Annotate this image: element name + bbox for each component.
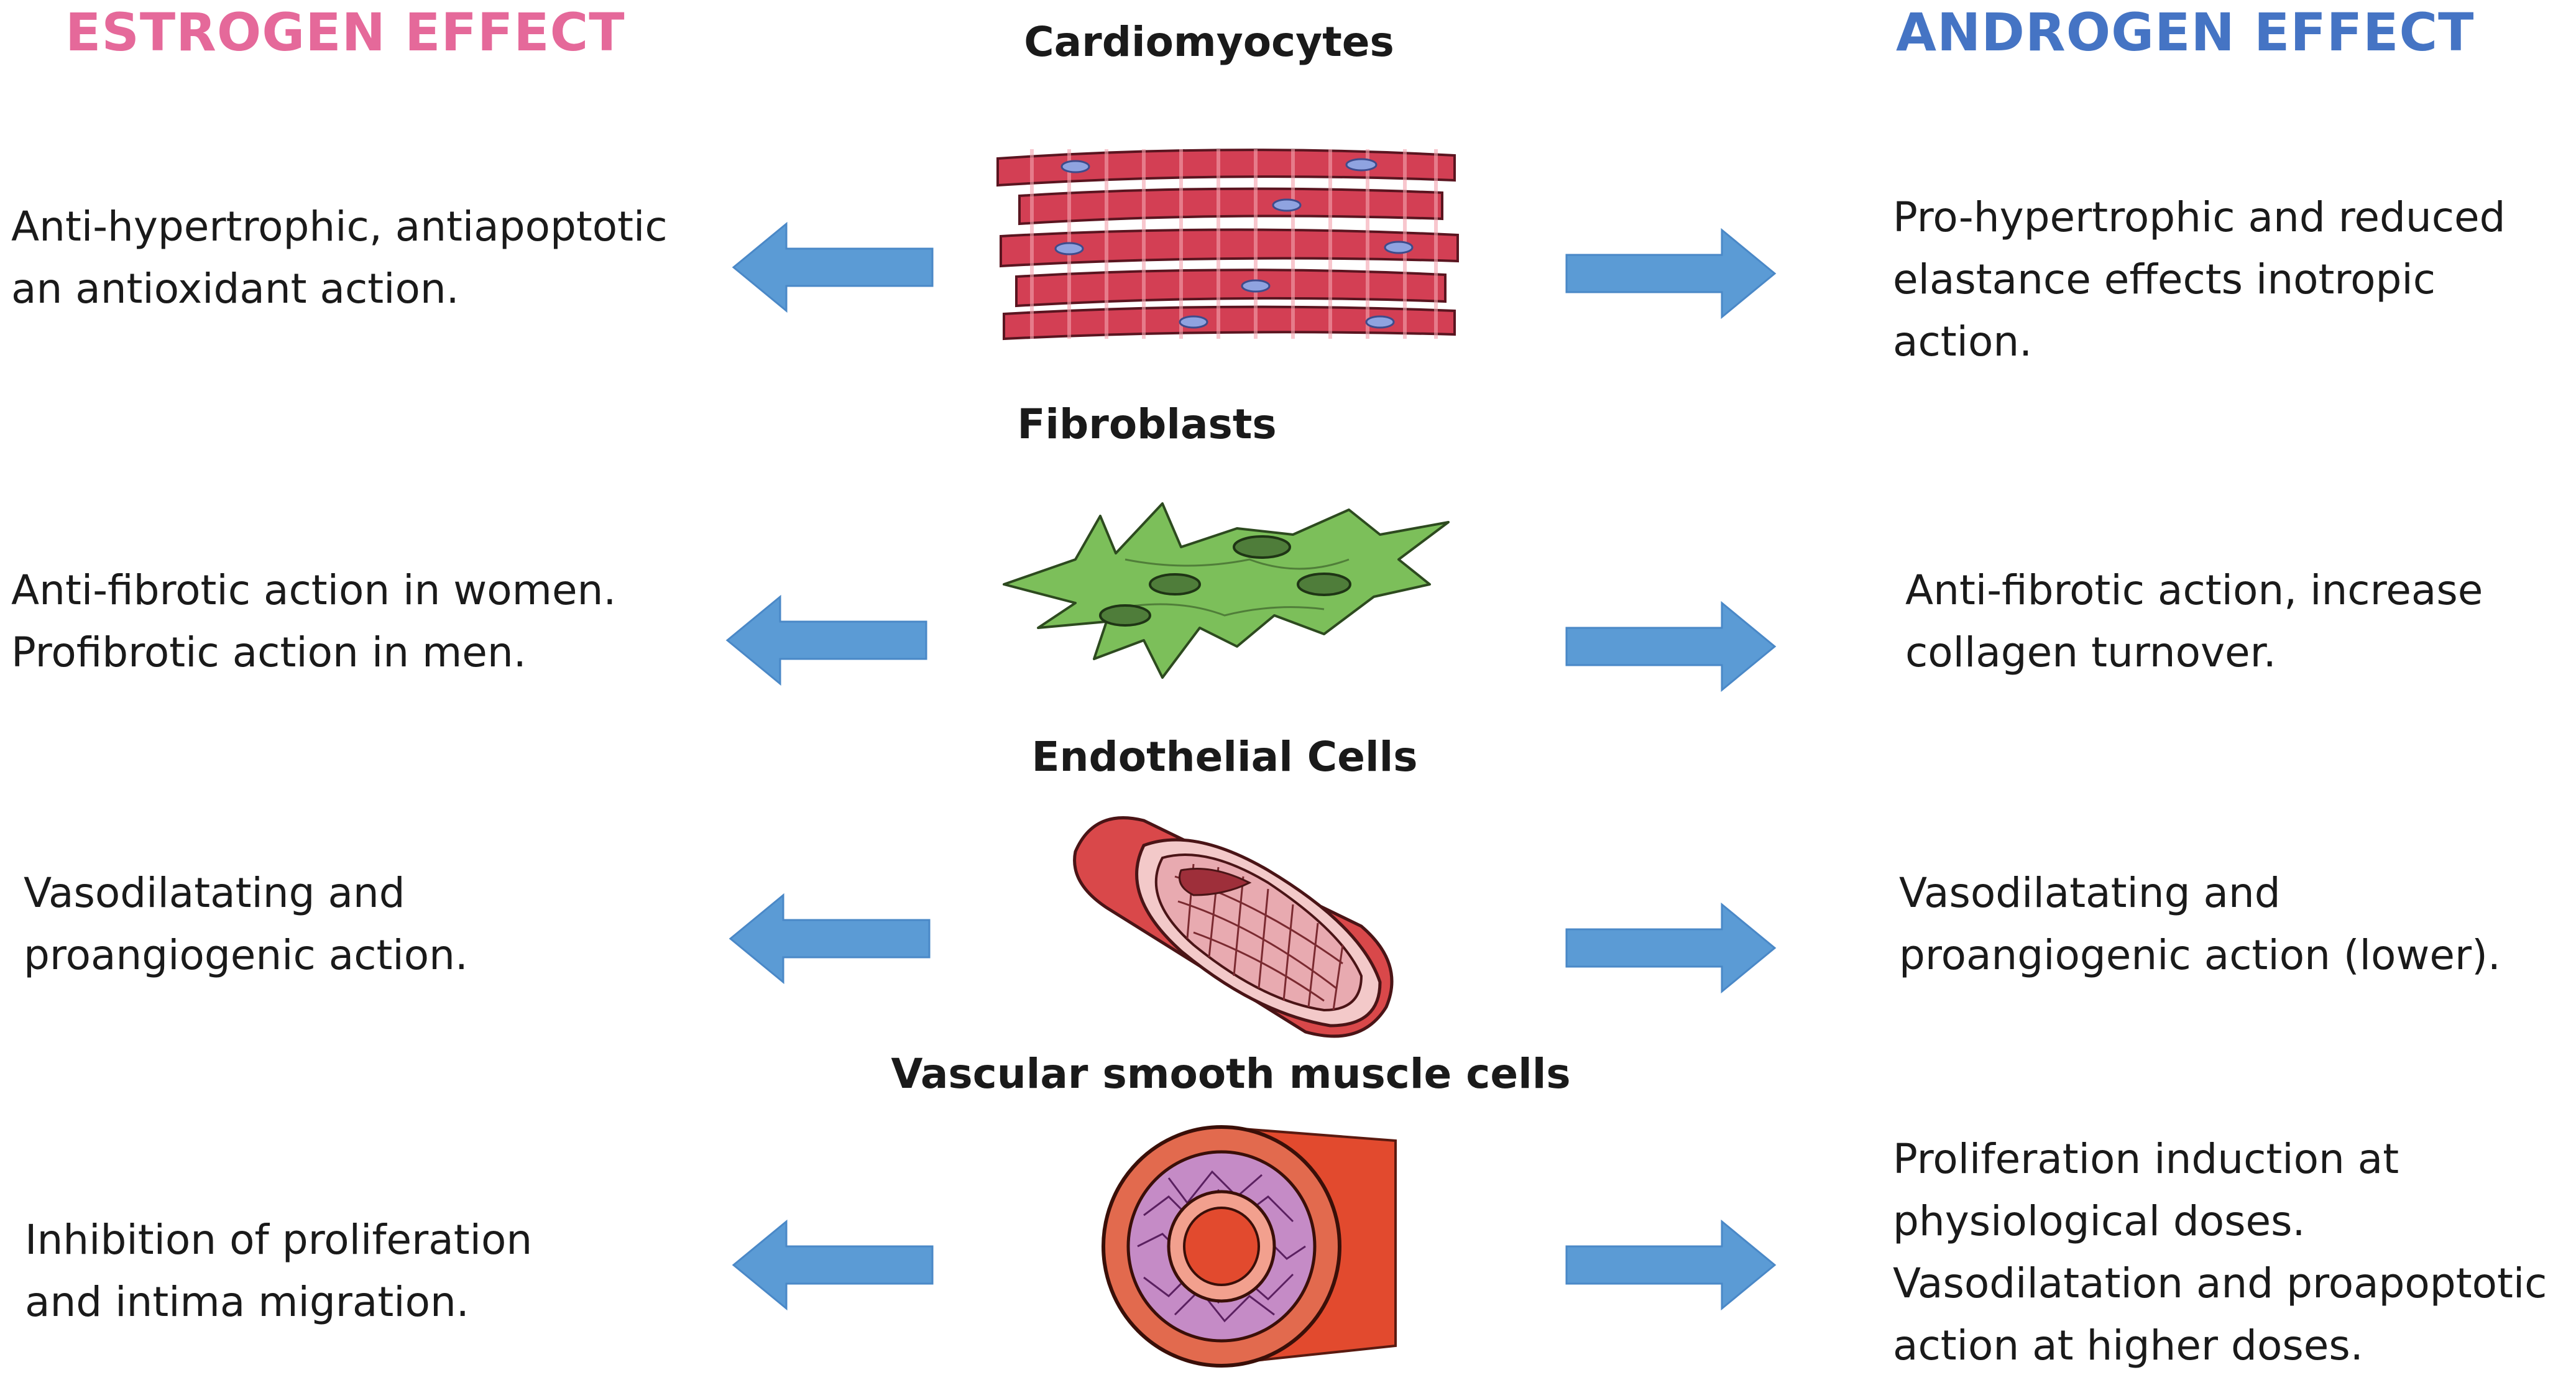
cardiomyocytes-title: Cardiomyocytes: [1024, 18, 1394, 66]
text-line: Pro-hypertrophic and reduced: [1893, 193, 2506, 241]
fibroblasts-illustration: [1003, 502, 1450, 679]
text-line: proangiogenic action.: [24, 931, 468, 979]
left-arrow-1: [732, 221, 934, 313]
nuclei: [1054, 158, 1414, 329]
text-line: Anti-hypertrophic, antiapoptotic: [11, 203, 668, 251]
text-line: Inhibition of proliferation: [25, 1216, 533, 1264]
text-line: proangiogenic action (lower).: [1899, 931, 2501, 979]
fibroblasts-androgen-text: Anti-fibrotic action, increase collagen …: [1905, 559, 2483, 684]
text-line: Anti-fibrotic action, increase: [1905, 566, 2483, 614]
cardiomyocytes-androgen-text: Pro-hypertrophic and reduced elastance e…: [1893, 186, 2506, 373]
striations: [1030, 149, 1438, 339]
smooth-muscle-illustration: [1102, 1125, 1397, 1368]
muscle-fibers: [996, 149, 1459, 341]
cardiomyocytes-estrogen-text: Anti-hypertrophic, antiapoptotic an anti…: [11, 196, 668, 320]
cell-boundaries: [1112, 558, 1350, 617]
text-line: Vasodilatation and proapoptotic: [1893, 1259, 2547, 1307]
left-arrow-4: [732, 1219, 934, 1311]
text-line: Proliferation induction at: [1893, 1135, 2399, 1183]
text-line: physiological doses.: [1893, 1197, 2306, 1245]
text-line: collagen turnover.: [1905, 628, 2276, 676]
endothelial-androgen-text: Vasodilatating and proangiogenic action …: [1899, 862, 2501, 987]
text-line: action.: [1893, 318, 2033, 366]
text-line: Anti-fibrotic action in women.: [11, 566, 617, 614]
right-arrow-1: [1565, 228, 1777, 320]
text-line: Profibrotic action in men.: [11, 628, 527, 676]
text-line: elastance effects inotropic: [1893, 255, 2436, 303]
text-line: action at higher doses.: [1893, 1322, 2363, 1369]
vascular-smooth-muscle-title: Vascular smooth muscle cells: [891, 1050, 1571, 1098]
text-line: an antioxidant action.: [11, 265, 459, 313]
vessel-lumen: [1183, 1207, 1260, 1286]
right-arrow-4: [1565, 1219, 1777, 1311]
fibroblast-nuclei: [1099, 535, 1351, 627]
cardiomyocytes-illustration: [996, 149, 1459, 341]
fibroblasts-title: Fibroblasts: [1017, 400, 1277, 448]
smooth-muscle-estrogen-text: Inhibition of proliferation and intima m…: [25, 1209, 532, 1333]
fibroblast-cells: [1003, 502, 1450, 679]
left-arrow-3: [729, 893, 931, 985]
fibroblasts-estrogen-text: Anti-fibrotic action in women. Profibrot…: [11, 559, 616, 684]
lumen-shadow: [1179, 868, 1252, 896]
endothelial-estrogen-text: Vasodilatating and proangiogenic action.: [24, 862, 468, 987]
estrogen-effect-header: ESTROGEN EFFECT: [65, 2, 625, 63]
endothelial-illustration: [1073, 816, 1394, 1038]
text-line: and intima migration.: [25, 1278, 469, 1326]
text-line: Vasodilatating and: [24, 869, 405, 917]
androgen-effect-header: ANDROGEN EFFECT: [1896, 2, 2475, 63]
text-line: Vasodilatating and: [1899, 869, 2281, 917]
smooth-muscle-androgen-text: Proliferation induction at physiological…: [1893, 1128, 2547, 1377]
right-arrow-2: [1565, 600, 1777, 692]
left-arrow-2: [725, 594, 927, 686]
endothelial-cells-title: Endothelial Cells: [1031, 733, 1418, 781]
right-arrow-3: [1565, 902, 1777, 994]
